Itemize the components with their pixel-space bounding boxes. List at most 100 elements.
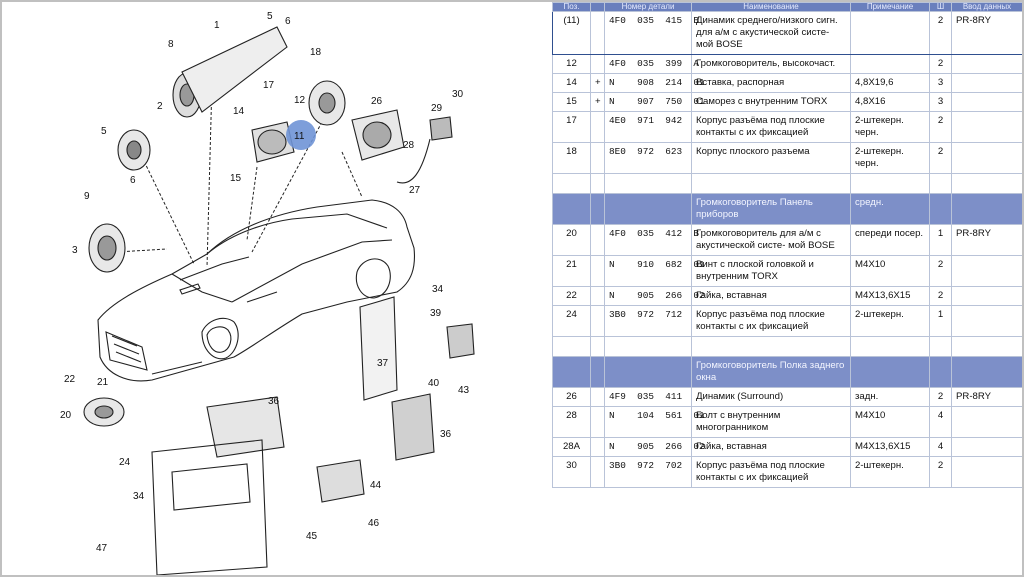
callout-26[interactable]: 26 [371,96,383,107]
group-header-row[interactable]: Громкоговоритель Полка заднего окна [552,356,1022,388]
empty-cell [929,356,952,388]
mark-cell: + [590,92,605,112]
note-cell [850,54,930,74]
empty-cell [951,336,1022,357]
note-cell: 2-штекерн. [850,456,930,488]
callout-5a[interactable]: 5 [267,11,273,22]
callout-5b[interactable]: 5 [101,126,107,137]
callout-6b[interactable]: 6 [130,175,136,186]
callout-18[interactable]: 18 [310,47,322,58]
callout-17[interactable]: 17 [263,80,275,91]
callout-22[interactable]: 22 [64,374,76,385]
code-cell [951,286,1022,306]
callout-12[interactable]: 12 [294,95,306,106]
callout-14[interactable]: 14 [233,106,245,117]
empty-cell [552,193,591,225]
callout-1[interactable]: 1 [214,20,220,31]
callout-27[interactable]: 27 [409,185,421,196]
callout-2[interactable]: 2 [157,101,163,112]
empty-cell [590,336,605,357]
qty-cell: 3 [929,73,952,93]
header-qty[interactable]: Ш [929,2,952,12]
callout-46[interactable]: 46 [368,518,380,529]
header-note[interactable]: Примечание [850,2,930,12]
note-cell: 2-штекерн. черн. [850,142,930,174]
mark-cell [590,387,605,407]
qty-cell: 4 [929,406,952,438]
callout-44[interactable]: 44 [370,480,382,491]
callout-24[interactable]: 24 [119,457,131,468]
callout-34a[interactable]: 34 [432,284,444,295]
part-number-cell: 4F0 035 415 B [604,11,699,55]
header-code[interactable]: Ввод данных [951,2,1022,12]
mark-cell [590,224,605,256]
callout-15[interactable]: 15 [230,173,242,184]
note-cell: M4X10 [850,406,930,438]
callout-6a[interactable]: 6 [285,16,291,27]
callout-43[interactable]: 43 [458,385,470,396]
qty-cell: 2 [929,142,952,174]
callout-3[interactable]: 3 [72,245,78,256]
empty-cell [951,356,1022,388]
name-cell: Саморез с внутренним TORX [691,92,851,112]
amplifier-icon [206,396,285,458]
part-number-cell: 3B0 972 702 [604,456,692,488]
callout-47[interactable]: 47 [96,543,108,554]
header-part-number[interactable]: Номер детали [604,2,692,12]
name-cell: Винт с плоской головкой и внутренним TOR… [691,255,851,287]
callout-20[interactable]: 20 [60,410,72,421]
note-cell: 2-штекерн. [850,305,930,337]
callout-36b[interactable]: 36 [440,429,452,440]
pos-cell: 22 [552,286,591,306]
pos-cell: 17 [552,111,591,143]
empty-cell [951,193,1022,225]
callout-45[interactable]: 45 [306,531,318,542]
callout-37[interactable]: 37 [377,358,389,369]
part-number-cell: 4F9 035 411 [604,387,692,407]
group-note-cell: средн. [850,193,930,225]
mark-cell [590,11,605,55]
part-number-cell: N 908 214 01 [604,73,705,93]
callout-39[interactable]: 39 [430,308,442,319]
name-cell: Динамик (Surround) [691,387,851,407]
qty-cell: 2 [929,54,952,74]
callout-9[interactable]: 9 [84,191,90,202]
empty-cell [691,336,851,357]
callout-11[interactable]: 11 [294,131,305,142]
empty-cell [552,356,591,388]
callout-34b[interactable]: 34 [133,491,145,502]
callout-8[interactable]: 8 [168,39,174,50]
note-cell: 2-штекерн. черн. [850,111,930,143]
spacer-row [552,336,1022,357]
header-name[interactable]: Наименование [691,2,851,12]
name-cell: Громкоговоритель, высокочаст. [691,54,851,74]
callout-40[interactable]: 40 [428,378,440,389]
callout-36a[interactable]: 36 [268,396,280,407]
callout-30[interactable]: 30 [452,89,464,100]
mark-cell [590,54,605,74]
header-mark[interactable] [590,2,605,12]
callout-29[interactable]: 29 [431,103,443,114]
pos-cell: 15 [552,92,591,112]
name-cell: Корпус плоского разъема [691,142,851,174]
callout-28[interactable]: 28 [403,140,415,151]
callout-21[interactable]: 21 [97,377,109,388]
mark-cell [590,305,605,337]
header-pos[interactable]: Поз. [552,2,591,12]
part-number-cell: N 905 266 02 [604,437,705,457]
